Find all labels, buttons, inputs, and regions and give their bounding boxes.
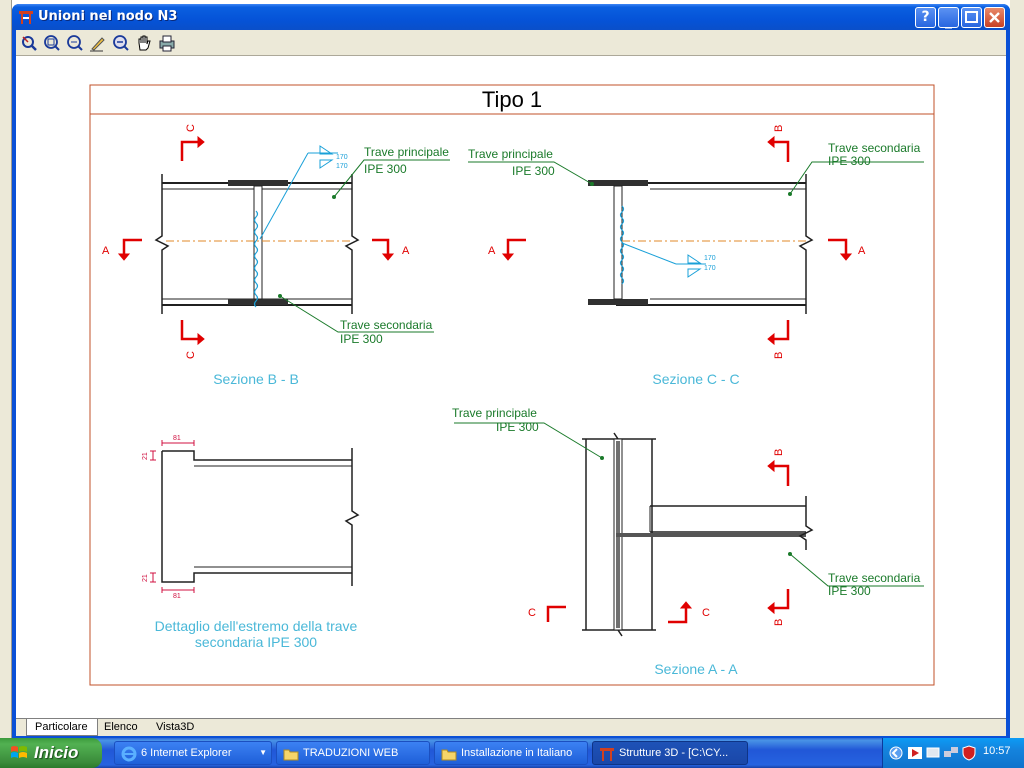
detail-caption-line2: secondaria IPE 300: [195, 634, 317, 650]
taskbar-item-ie[interactable]: 6 Internet Explorer ▼: [114, 741, 272, 765]
cc-principale-label: Trave principale: [468, 147, 553, 161]
print-icon[interactable]: [158, 34, 176, 52]
svg-text:B: B: [773, 125, 785, 132]
svg-text:B: B: [773, 619, 785, 626]
section-bb-caption: Sezione B - B: [213, 371, 299, 387]
ie-icon: [121, 746, 137, 762]
windows-taskbar: Inicio 6 Internet Explorer ▼ TRADUZIONI …: [0, 738, 1024, 768]
section-cc-view: 170 170 Trave principale IPE 300 Trave s…: [468, 125, 924, 387]
tab-particolare[interactable]: Particolare: [26, 719, 98, 736]
zoom-out-icon[interactable]: [112, 34, 130, 52]
maximize-icon: [965, 11, 978, 23]
cc-secondaria-profile: IPE 300: [828, 154, 871, 168]
taskbar-item-installazione[interactable]: Installazione in Italiano: [434, 741, 588, 765]
cope-length-top: 81: [173, 435, 181, 442]
sheet-tabs: Particolare Elenco Vista3D: [16, 718, 1006, 736]
tray-expand-icon[interactable]: [889, 745, 903, 761]
drawing-frame: [89, 84, 935, 686]
svg-text:A: A: [488, 245, 496, 257]
security-shield-icon[interactable]: [961, 745, 977, 761]
background-app-right-strip: [1010, 0, 1024, 738]
aa-secondaria-label: Trave secondaria: [828, 571, 921, 585]
help-button[interactable]: ?: [915, 7, 936, 28]
select-tool-icon[interactable]: [20, 34, 38, 52]
taskbar-item-strutture[interactable]: Strutture 3D - [C:\CY...: [592, 741, 748, 765]
weld-size-bottom-bb: 170: [336, 163, 348, 170]
svg-text:C: C: [528, 607, 536, 619]
svg-text:C: C: [185, 124, 197, 132]
drawing-toolbar: [16, 30, 1006, 56]
weld-size-top-cc: 170: [704, 255, 716, 262]
group-arrow-icon: ▼: [259, 748, 267, 757]
bb-secondaria-label: Trave secondaria: [340, 318, 433, 332]
pan-hand-icon[interactable]: [135, 34, 153, 52]
zoom-fit-icon[interactable]: [66, 34, 84, 52]
tab-vista3d[interactable]: Vista3D: [156, 721, 195, 733]
bb-principale-profile: IPE 300: [364, 162, 407, 176]
client-area: Tipo 1: [16, 30, 1006, 736]
aa-principale-label: Trave principale: [452, 406, 537, 420]
section-aa-view: Trave principale IPE 300 Trave secondari…: [452, 406, 924, 677]
svg-text:C: C: [185, 351, 197, 359]
aa-principale-profile: IPE 300: [496, 420, 539, 434]
drawing-canvas[interactable]: Tipo 1: [16, 56, 1006, 718]
app-icon: [19, 11, 33, 24]
frame-title: Tipo 1: [482, 87, 542, 112]
zoom-window-icon[interactable]: [43, 34, 61, 52]
start-label: Inicio: [34, 743, 79, 762]
window-title: Unioni nel nodo N3: [38, 9, 178, 24]
svg-text:B: B: [773, 449, 785, 456]
clock[interactable]: 10:57: [983, 745, 1011, 757]
dialog-window: Unioni nel nodo N3 ? _ Tipo 1: [12, 4, 1010, 740]
monitor-icon[interactable]: [925, 745, 941, 761]
svg-text:C: C: [702, 607, 710, 619]
section-cc-caption: Sezione C - C: [652, 371, 739, 387]
minimize-button[interactable]: _: [938, 7, 959, 29]
svg-text:A: A: [102, 245, 110, 257]
folder-icon: [441, 749, 457, 761]
structural-drawing: Tipo 1: [89, 84, 935, 686]
close-button[interactable]: [984, 7, 1005, 28]
svg-text:A: A: [858, 245, 866, 257]
cope-length-bottom: 81: [173, 593, 181, 600]
title-bar[interactable]: Unioni nel nodo N3 ? _: [12, 4, 1010, 30]
weld-size-bottom-cc: 170: [704, 265, 716, 272]
network-icon[interactable]: [943, 745, 959, 761]
system-tray: 10:57: [882, 738, 1024, 768]
svg-text:B: B: [773, 352, 785, 359]
start-button[interactable]: Inicio: [0, 738, 102, 768]
cc-principale-profile: IPE 300: [512, 164, 555, 178]
weld-size-top-bb: 170: [336, 154, 348, 161]
tab-elenco[interactable]: Elenco: [104, 721, 138, 733]
folder-icon: [283, 749, 299, 761]
detail-caption-line1: Dettaglio dell'estremo della trave: [155, 618, 358, 634]
pen-tool-icon[interactable]: [89, 34, 107, 52]
close-icon: [989, 12, 1000, 23]
maximize-button[interactable]: [961, 7, 982, 28]
cope-height-top: 21: [142, 452, 149, 460]
aa-secondaria-profile: IPE 300: [828, 584, 871, 598]
section-bb-view: 170 170 Trave principale IPE 300 Trave s…: [102, 124, 450, 387]
bb-principale-label: Trave principale: [364, 145, 449, 159]
taskbar-item-traduzioni[interactable]: TRADUZIONI WEB: [276, 741, 430, 765]
media-player-icon[interactable]: [907, 745, 923, 761]
cope-height-bottom: 21: [142, 574, 149, 582]
svg-text:A: A: [402, 245, 410, 257]
windows-logo-icon: [11, 746, 27, 758]
background-app-left-strip: [0, 0, 12, 738]
app-icon: [600, 748, 614, 761]
cc-secondaria-label: Trave secondaria: [828, 141, 921, 155]
bb-secondaria-profile: IPE 300: [340, 332, 383, 346]
cope-detail-view: 81 21 81 21 Dettaglio dell'estremo della…: [142, 435, 360, 650]
section-aa-caption: Sezione A - A: [654, 661, 738, 677]
